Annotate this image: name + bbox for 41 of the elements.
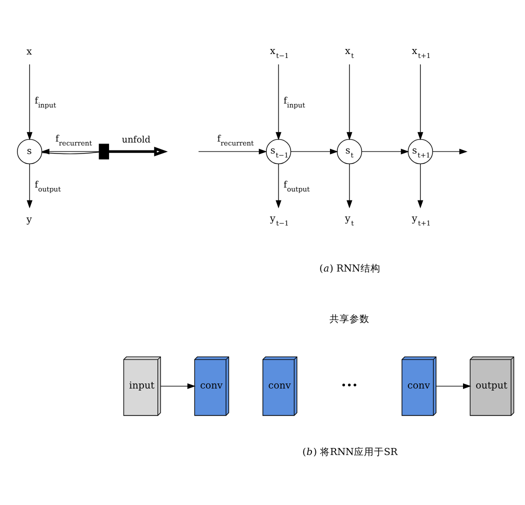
node-circle: s$_{t−1}$ [266, 138, 292, 164]
connector [42, 152, 100, 154]
arrow [432, 148, 468, 154]
edge-label: f$_{output}$ [284, 180, 310, 194]
label: ••• [340, 380, 358, 392]
arrow [290, 148, 338, 154]
node-text: x$_{t+1}$ [412, 46, 431, 60]
label: 共享参数 [330, 314, 370, 325]
edge-label: f$_{recurrent}$ [217, 134, 254, 148]
arrow [26, 164, 32, 208]
edge-label: f$_{input}$ [34, 96, 56, 110]
label: (b) 将RNN应用于SR [302, 446, 398, 458]
arrow [346, 164, 352, 208]
arrow [418, 164, 424, 208]
arrow [198, 148, 268, 154]
edge-label: f$_{recurrent}$ [56, 134, 92, 148]
node-box [98, 144, 110, 160]
node-circle: s$_{t+1}$ [408, 138, 433, 164]
node-text: y$_{t+1}$ [412, 214, 431, 228]
node-circle: s$_{t}$ [336, 138, 362, 164]
arrow [26, 64, 32, 140]
arrow [108, 146, 168, 156]
arrow [41, 148, 100, 154]
arrow [418, 64, 424, 140]
arrow [276, 64, 282, 140]
arrow [346, 64, 352, 140]
arrow [276, 164, 282, 208]
node-text: y$_{t−1}$ [270, 214, 289, 228]
node-text: x$_{t}$ [345, 46, 354, 60]
arrow [362, 148, 410, 154]
edge-label: f$_{output}$ [34, 180, 61, 194]
arrow [160, 383, 196, 390]
node-text: y$_{t}$ [345, 214, 354, 228]
node-text: x$_{t−1}$ [270, 46, 289, 60]
edge-label: f$_{input}$ [284, 96, 306, 110]
label: (a) RNN结构 [319, 263, 380, 274]
edge-label: unfold [122, 135, 150, 146]
arrow [436, 383, 472, 390]
node-text: y [26, 214, 32, 226]
node-text: x [26, 46, 32, 58]
node-circle: s [17, 138, 42, 164]
